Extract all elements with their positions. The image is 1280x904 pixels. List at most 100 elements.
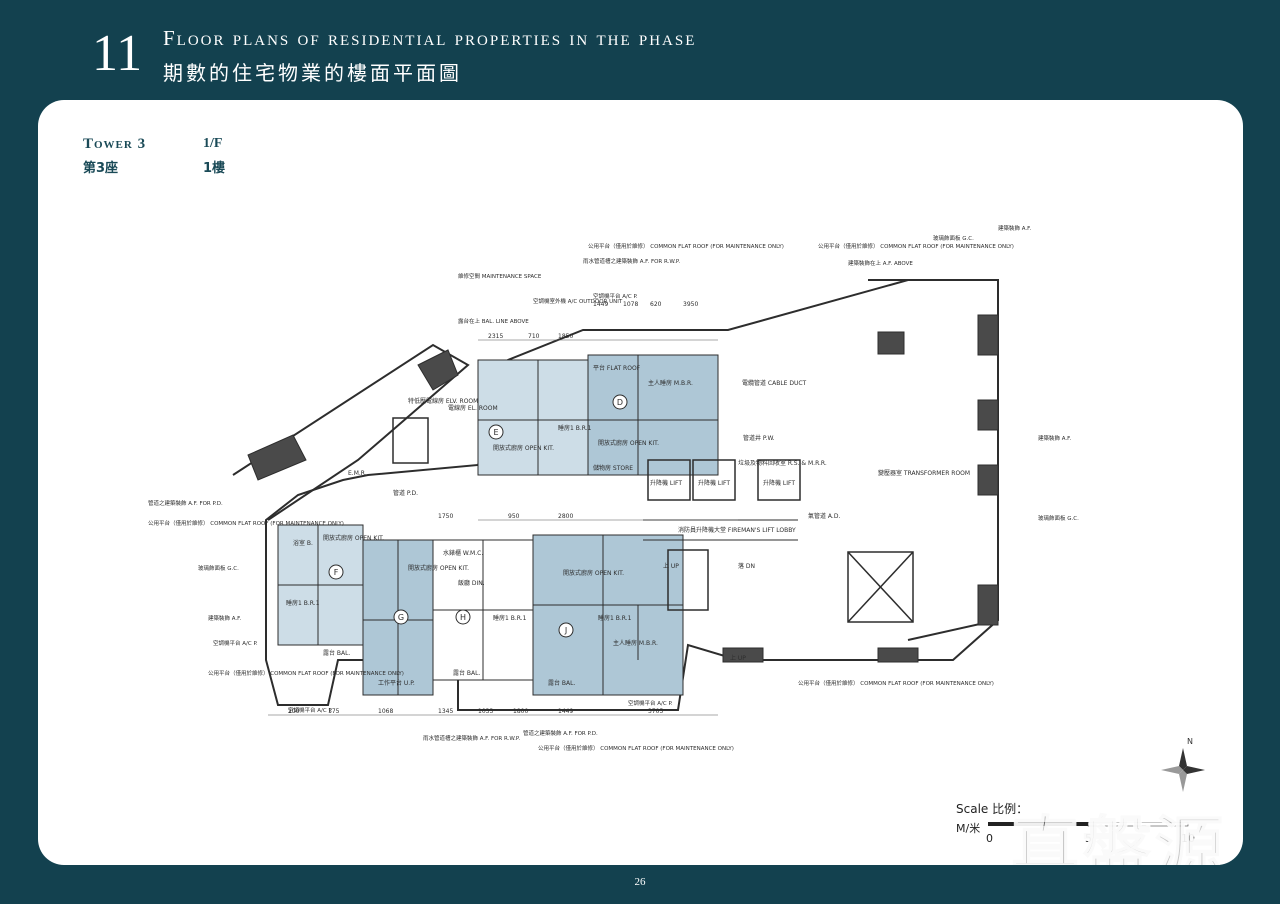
floor-plan-panel: Tower 3 第3座 1/F 1樓 (38, 100, 1243, 865)
elv-room-block (247, 434, 307, 481)
dim-12: 175 (328, 708, 340, 715)
annotation-af-for-rwp-bottom: 雨水管道槽之建築裝飾 A.F. FOR R.W.P. (423, 734, 520, 742)
annotation-common-flat-roof-top: 公用平台（僅用於維修） COMMON FLAT ROOF (FOR MAINTE… (588, 242, 784, 250)
watermark: 真盤源 (1009, 807, 1226, 865)
pillar-2 (977, 314, 999, 356)
transformer-room-wall (868, 279, 999, 641)
label-bedroom1-h: 睡房1 B.R.1 (493, 614, 527, 622)
annotation-ac-platform-bottom-left: 空調機平台 A/C P. (288, 706, 333, 714)
label-rsmr: 垃圾及物料回收室 R.S. & M.R.R. (738, 459, 827, 467)
pillar-1 (877, 331, 905, 355)
annotation-ac-platform-top: 空調機平台 A/C P. (593, 292, 638, 300)
annotation-af-for-pd-bottom: 管道之建築裝飾 A.F. FOR P.D. (523, 729, 598, 737)
scale-tick-5: 5 (1085, 832, 1092, 845)
stair-core (667, 549, 709, 611)
unit-h-marker: H (460, 613, 466, 622)
unit-j-marker: J (564, 626, 567, 635)
lift-1 (647, 459, 691, 501)
page-title-en: Floor plans of residential properties in… (163, 26, 697, 50)
annotation-af-for-rwp-top: 雨水管道槽之建築裝飾 A.F. FOR R.W.P. (583, 257, 680, 265)
label-store: 儲物房 STORE (593, 464, 633, 472)
label-ad: 氣管道 A.D. (808, 512, 840, 520)
label-up-g: 工作平台 U.P. (378, 679, 415, 687)
page-number: 26 (634, 876, 646, 888)
section-number: 11 (92, 25, 143, 82)
dim-6: 620 (650, 301, 662, 308)
label-emr: E.M.R. (348, 470, 367, 477)
tower-label-en: Tower 3 (83, 136, 147, 152)
annotation-af-top: 建築裝飾 A.F. (998, 224, 1031, 232)
label-bedroom1-f: 睡房1 B.R.1 (286, 599, 320, 607)
label-lift-2: 升降機 LIFT (698, 479, 730, 487)
lift-2 (692, 459, 736, 501)
label-elv-room: 特低壓電線房 ELV. ROOM (408, 397, 478, 405)
label-wmc: 水錶櫃 W.M.C. (443, 549, 483, 557)
annotation-ac-platform-left: 空調機平台 A/C P. (213, 639, 258, 647)
dim-15: 1033 (478, 708, 493, 715)
dim-10: 1750 (438, 513, 453, 520)
stair-core-2 (392, 417, 429, 464)
label-lift-lobby: 消防員升降機大堂 FIREMAN'S LIFT LOBBY (678, 526, 796, 534)
dim-14: 1345 (438, 708, 453, 715)
diagonal-wing (232, 343, 470, 521)
dim-3: 1850 (558, 333, 573, 340)
dim-2: 710 (528, 333, 540, 340)
tower-label-zh: 第3座 (83, 161, 119, 176)
label-open-kit-g: 開放式廚房 OPEN KIT. (408, 564, 469, 572)
label-cable-duct: 電纜管道 CABLE DUCT (742, 379, 807, 387)
scale-tick-10: 10 (1181, 832, 1195, 845)
annotation-glass-cladding-right: 玻璃飾面板 G.C. (1038, 514, 1079, 522)
pillar-5 (977, 584, 999, 626)
dim-11: 200 (288, 708, 300, 715)
annotation-glass-cladding-left: 玻璃飾面板 G.C. (198, 564, 239, 572)
label-balcony-h: 露台 BAL. (453, 669, 480, 677)
pillar-7 (877, 647, 919, 663)
dim-5: 1078 (623, 301, 638, 308)
unit-d-fill (587, 354, 719, 476)
label-lift-1: 升降機 LIFT (650, 479, 682, 487)
dim-4: 1449 (593, 301, 608, 308)
dim-18: 3705 (648, 708, 663, 715)
label-open-kit-j: 開放式廚房 OPEN KIT. (563, 569, 624, 577)
scale-bar (988, 822, 1189, 827)
pillar-6 (722, 647, 764, 663)
annotation-ac-outdoor: 空調機室外機 A/C OUTDOOR UNIT (533, 297, 623, 305)
compass-north-label: N (1187, 737, 1193, 746)
label-balcony-j: 露台 BAL. (548, 679, 575, 687)
scale-title: Scale 比例： (956, 802, 1029, 816)
floor-label-en: 1/F (203, 136, 223, 151)
label-bath-f: 浴室 B. (293, 539, 313, 547)
unit-d-marker: D (617, 398, 623, 407)
annotation-af-left: 建築裝飾 A.F. (208, 614, 241, 622)
annotation-af-for-pd: 管道之建築裝飾 A.F. FOR P.D. (148, 499, 223, 507)
unit-g-marker: G (398, 613, 404, 622)
label-open-kit-e: 開放式廚房 OPEN KIT. (493, 444, 554, 452)
annotation-bal-line-above: 露台在上 BAL. LINE ABOVE (458, 317, 529, 325)
pillar-4 (977, 464, 999, 496)
label-pw: 管道井 P.W. (743, 434, 775, 442)
annotation-common-flat-roof-bottom: 公用平台（僅用於維修） COMMON FLAT ROOF (FOR MAINTE… (538, 744, 734, 752)
floor-label-zh: 1樓 (203, 161, 226, 176)
label-bedroom1-j: 睡房1 B.R.1 (598, 614, 632, 622)
label-up-2: 上 UP (730, 654, 746, 662)
floor-plan-drawing: D E F G H J 平台 FLAT ROOF 主人睡房 M.B.R. 睡房1… (148, 224, 1205, 792)
label-balcony-f: 露台 BAL. (323, 649, 350, 657)
annotation-common-flat-roof-bottom-left: 公用平台（僅用於維修） COMMON FLAT ROOF (FOR MAINTE… (208, 669, 404, 677)
label-pd: 管道 P.D. (393, 489, 418, 497)
label-el-room: 電線房 EL. ROOM (448, 404, 498, 412)
dim-16: 1800 (513, 708, 528, 715)
label-transformer: 變壓器室 TRANSFORMER ROOM (878, 469, 970, 477)
annotation-maintenance-space: 維修空間 MAINTENANCE SPACE (458, 272, 542, 280)
transformer-box (847, 551, 914, 623)
dim-9: 2800 (558, 513, 573, 520)
label-mbr-j: 主人睡房 M.B.R. (613, 639, 658, 647)
label-dining-h: 飯廳 DIN. (458, 579, 485, 587)
label-open-kit-d: 開放式廚房 OPEN KIT. (598, 439, 659, 447)
page-title-zh: 期數的住宅物業的樓面平面圖 (163, 61, 462, 85)
label-lift-3: 升降機 LIFT (763, 479, 795, 487)
label-up: 上 UP (663, 562, 679, 570)
dim-8: 950 (508, 513, 520, 520)
annotation-ac-platform-bottom: 空調機平台 A/C P. (628, 699, 673, 707)
dim-7: 3950 (683, 301, 698, 308)
annotation-af-right: 建築裝飾 A.F. (1038, 434, 1071, 442)
